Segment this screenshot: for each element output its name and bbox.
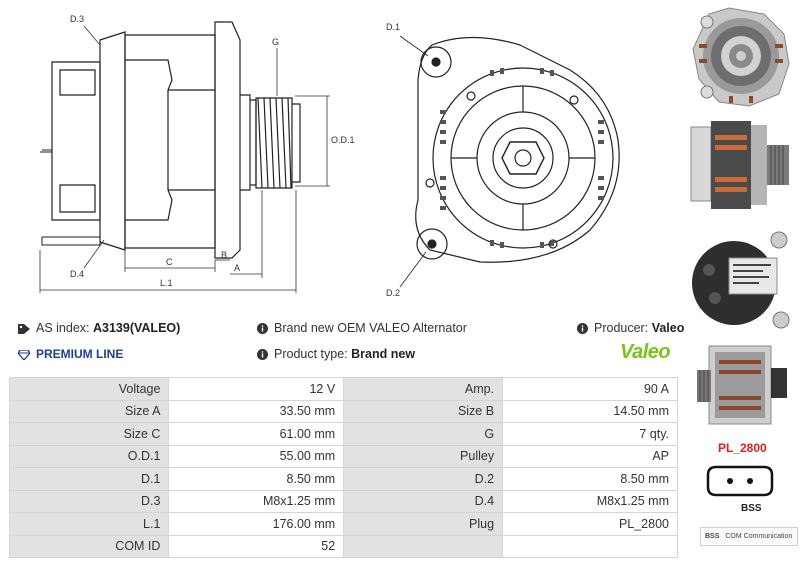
spec-value: M8x1.25 mm (502, 489, 678, 513)
rear-cover (51, 61, 101, 221)
spec-label: COM ID (8, 534, 170, 558)
product-photo-front (692, 7, 790, 107)
product-photo-angle (697, 345, 787, 425)
spec-label: L.1 (8, 512, 170, 536)
label-g: G (272, 37, 279, 47)
spec-value: AP (502, 444, 678, 468)
spec-label: Pulley (343, 444, 504, 468)
as-index-label: AS index: (36, 321, 90, 335)
spec-value: 33.50 mm (168, 399, 345, 423)
product-type: Product type: Brand new (257, 347, 415, 361)
as-index: AS index: A3139(VALEO) (18, 321, 180, 335)
plug-code: PL_2800 (718, 441, 767, 455)
spec-label: Size A (8, 399, 170, 423)
producer-label: Producer: (594, 321, 649, 335)
spec-label: G (343, 422, 504, 446)
brand-bar: BSS COM Communication (700, 527, 798, 546)
label-l1: L.1 (160, 278, 173, 288)
rear-bracket (99, 31, 126, 251)
spec-label: Amp. (343, 377, 504, 401)
label-d3: D.3 (70, 14, 84, 24)
label-b: B (221, 250, 227, 260)
spec-value: 176.00 mm (168, 512, 345, 536)
label-d4: D.4 (70, 269, 84, 279)
spec-value: 7 qty. (502, 422, 678, 446)
plug-type: BSS (741, 503, 762, 514)
label-od1: O.D.1 (331, 135, 355, 145)
diamond-icon (18, 349, 30, 360)
label-c: C (166, 257, 173, 267)
spec-value: 14.50 mm (502, 399, 678, 423)
product-photo-rear (692, 231, 790, 329)
premium-line: PREMIUM LINE (18, 347, 123, 361)
description-text: Brand new OEM VALEO Alternator (274, 321, 467, 335)
technical-drawing: D.3 G D.1 O.D.1 C B A D.4 L.1 D.2 (39, 14, 620, 298)
spec-label: Size C (8, 422, 170, 446)
label-d1: D.1 (386, 22, 400, 32)
info-icon (577, 323, 588, 335)
front-bracket (214, 21, 241, 259)
spec-label: D.4 (343, 489, 504, 513)
spec-value (502, 534, 678, 558)
spec-value: 55.00 mm (168, 444, 345, 468)
info-icon (257, 349, 268, 361)
brand-text: COM Communication (725, 533, 793, 540)
product-photo-side (690, 121, 789, 209)
label-a: A (234, 263, 240, 273)
spec-label (343, 534, 504, 558)
spec-label: D.1 (8, 467, 170, 491)
spec-value: 52 (168, 534, 345, 558)
spec-value: 90 A (502, 377, 678, 401)
spec-label: Size B (343, 399, 504, 423)
spec-value: 61.00 mm (168, 422, 345, 446)
description: Brand new OEM VALEO Alternator (257, 321, 467, 335)
front-view (399, 35, 620, 288)
brand-code: BSS (705, 533, 720, 540)
premium-text: PREMIUM LINE (36, 347, 124, 361)
producer: Producer: Valeo (577, 321, 684, 335)
producer-value: Valeo (651, 321, 685, 335)
spec-value: 8.50 mm (502, 467, 678, 491)
spec-value: PL_2800 (502, 512, 678, 536)
spec-label: Plug (343, 512, 504, 536)
spec-value: 8.50 mm (168, 467, 345, 491)
valeo-logo: Valeo (620, 341, 671, 363)
product-type-label: Product type: (274, 347, 348, 361)
spec-label: D.2 (343, 467, 504, 491)
spec-label: D.3 (8, 489, 170, 513)
info-icon (257, 323, 268, 335)
cooling-slots (440, 68, 604, 248)
spec-label: O.D.1 (8, 444, 170, 468)
product-type-value: Brand new (351, 347, 416, 361)
spec-value: 12 V (168, 377, 345, 401)
spec-label: Voltage (8, 377, 170, 401)
tag-icon (18, 323, 30, 334)
pulley (255, 97, 293, 189)
plug-connector-icon (706, 465, 774, 497)
as-index-value: A3139(VALEO) (93, 321, 181, 335)
spec-value: M8x1.25 mm (168, 489, 345, 513)
label-d2: D.2 (386, 288, 400, 298)
